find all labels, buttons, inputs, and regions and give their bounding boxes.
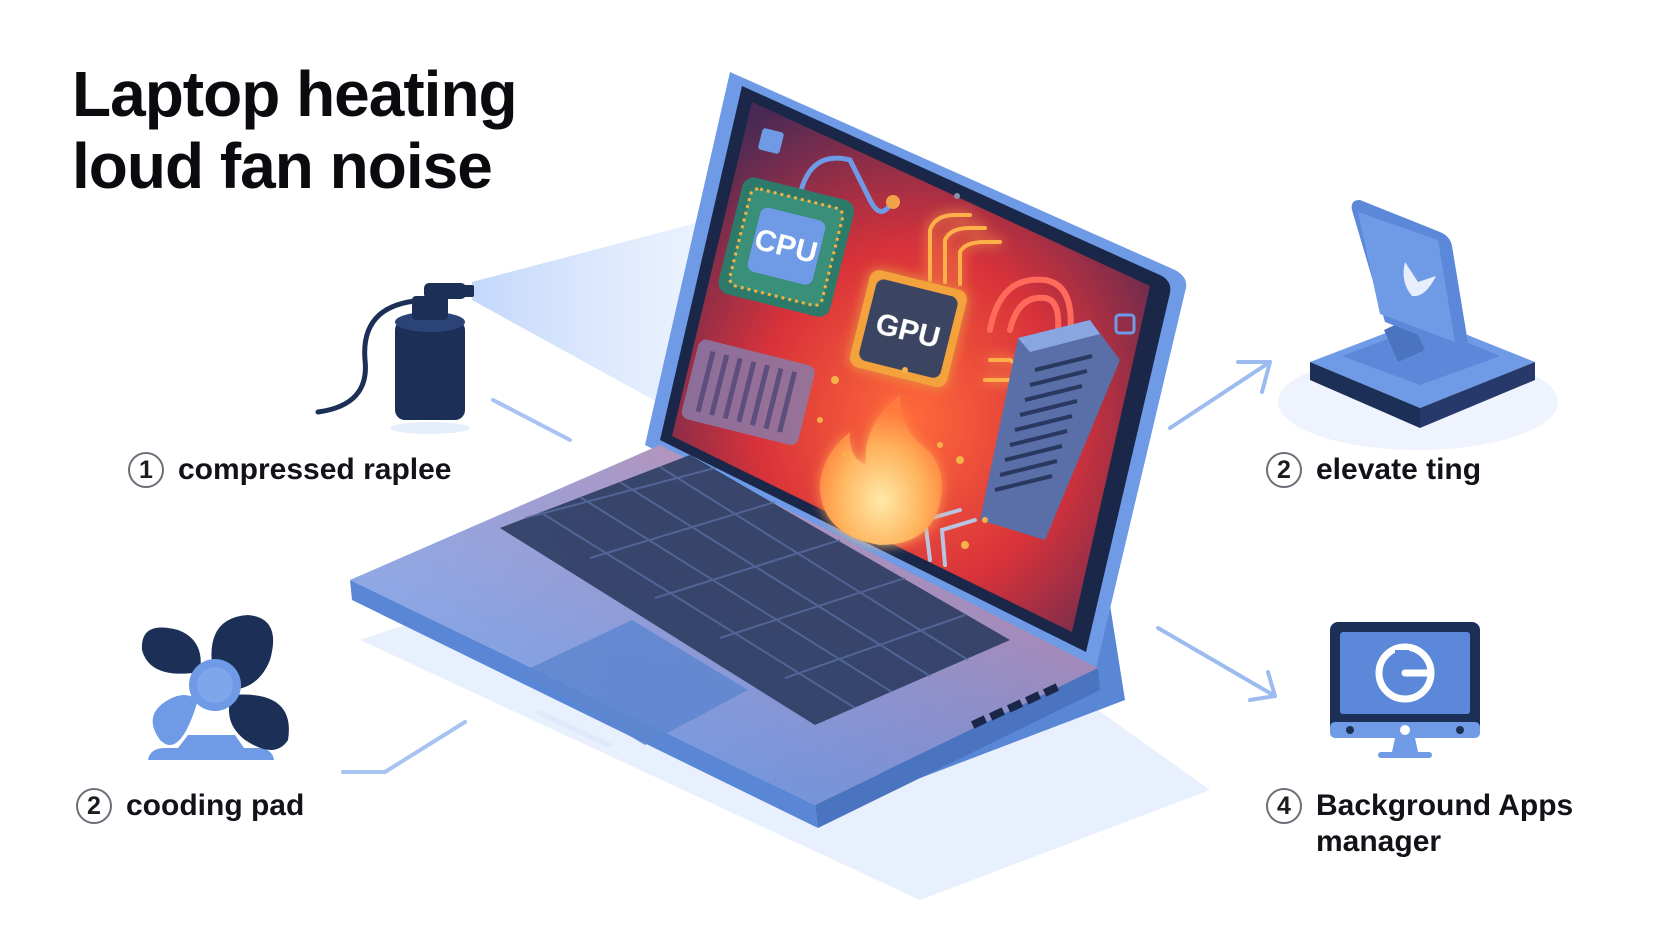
page-title: Laptop heating loud fan noise bbox=[72, 58, 518, 202]
gpu-chip: GPU bbox=[849, 270, 967, 388]
cpu-chip: CPU bbox=[718, 177, 855, 317]
laptop-stand-icon bbox=[1278, 200, 1558, 450]
tip-label: Background Apps manager bbox=[1316, 789, 1574, 858]
front-notch bbox=[535, 710, 615, 748]
fan-icon bbox=[141, 615, 289, 760]
tip-label: compressed raplee bbox=[178, 453, 452, 486]
air-beam bbox=[472, 222, 700, 420]
tip-label: elevate ting bbox=[1316, 453, 1482, 486]
arrow-apps bbox=[1156, 626, 1277, 702]
tip-number-badge: 1 bbox=[128, 452, 164, 488]
side-ports bbox=[970, 683, 1060, 729]
monitor-g-icon bbox=[1330, 622, 1480, 758]
tip-cooling-pad: 2 cooding pad bbox=[76, 788, 304, 824]
tip-number-badge: 2 bbox=[1266, 452, 1302, 488]
keyboard bbox=[500, 455, 1010, 725]
tip-number-badge: 4 bbox=[1266, 788, 1302, 824]
heatsink bbox=[681, 339, 815, 445]
tip-elevate: 2 elevate ting bbox=[1266, 452, 1481, 488]
compressed-air-can-icon bbox=[315, 283, 474, 434]
tip-background-apps: 4 Background Apps manager bbox=[1266, 788, 1586, 860]
heat-sparks bbox=[817, 367, 988, 549]
vent-tower bbox=[980, 320, 1120, 540]
circuit-traces bbox=[797, 155, 1074, 567]
trackpad bbox=[522, 620, 748, 745]
arrow-elevate bbox=[1168, 360, 1272, 430]
flame-icon bbox=[820, 395, 942, 545]
tip-compressed-air: 1 compressed raplee bbox=[128, 452, 451, 488]
title-line-1: Laptop heating bbox=[72, 58, 518, 130]
tip-label: cooding pad bbox=[126, 789, 305, 822]
title-line-2: loud fan noise bbox=[72, 130, 493, 202]
tip-number-badge: 2 bbox=[76, 788, 112, 824]
connector-lines bbox=[341, 398, 572, 774]
